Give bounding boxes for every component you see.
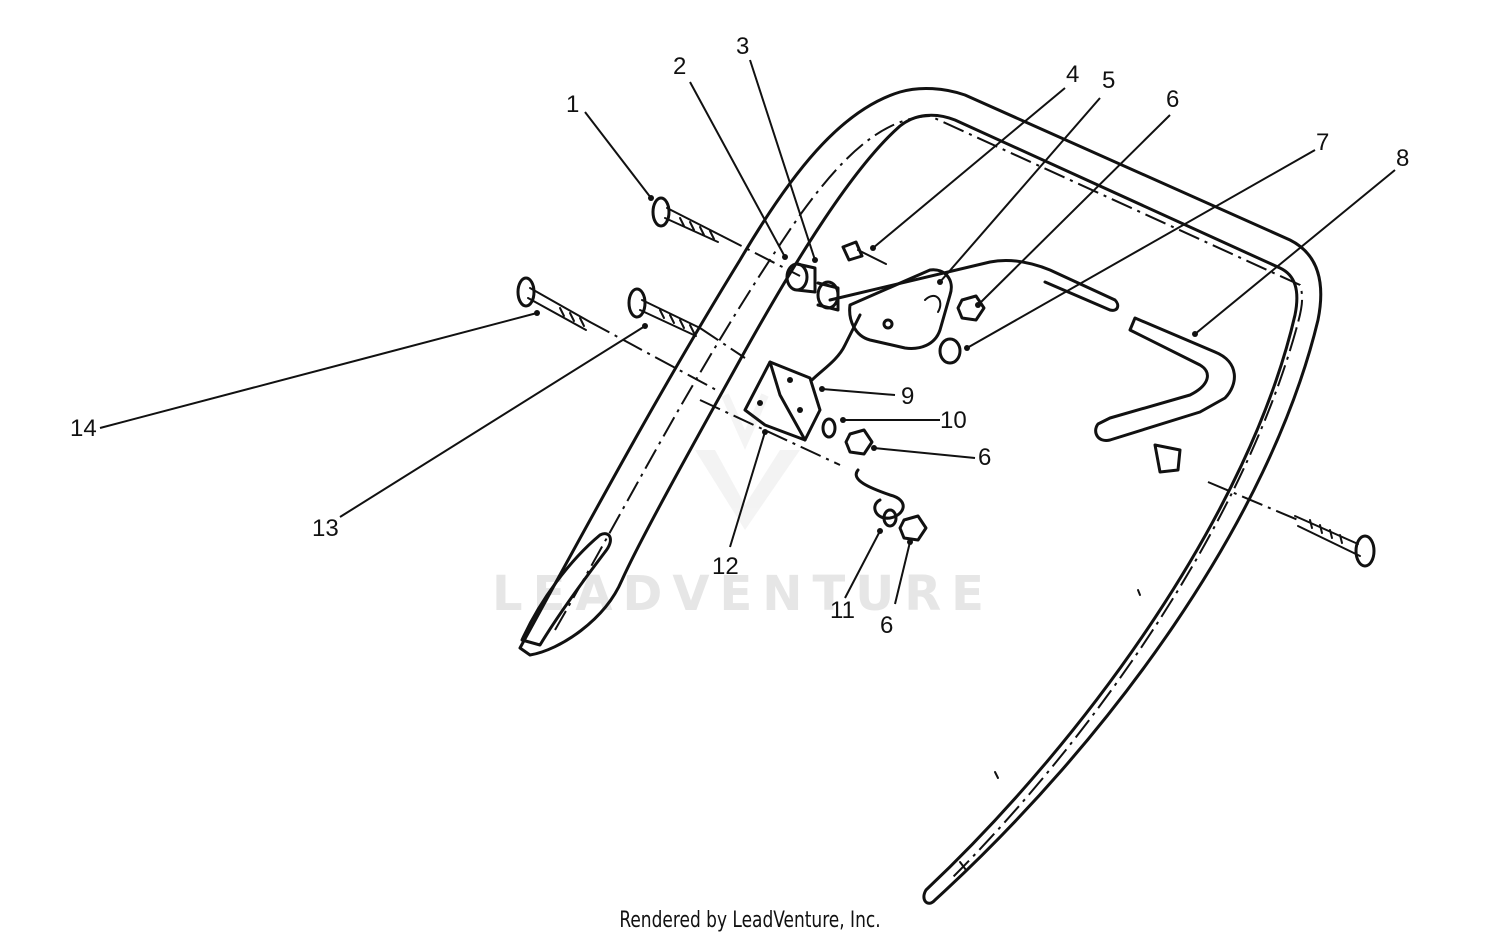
callout-3: 3: [736, 33, 749, 60]
callout-labels: 1 2 3 4 5 6 7 8 9 10 6 12 11 6 13 14: [70, 33, 1409, 639]
callout-7: 7: [1316, 129, 1329, 156]
callout-9: 9: [901, 383, 914, 410]
footer-credit: Rendered by LeadVenture, Inc.: [619, 908, 881, 933]
leader-dots: [534, 195, 1198, 545]
callout-8: 8: [1396, 145, 1409, 172]
callout-4: 4: [1066, 61, 1079, 88]
spacer-part: [785, 262, 840, 312]
right-spacer-part: [1153, 443, 1182, 474]
callout-5: 5: [1102, 67, 1115, 94]
callout-10: 10: [940, 407, 967, 434]
callout-2: 2: [673, 53, 686, 80]
center-lines: [589, 235, 1299, 521]
nut-part: [844, 294, 986, 542]
control-plate-part: [848, 268, 953, 350]
leader-lines: [99, 59, 1396, 605]
screw-14-part: [516, 276, 591, 331]
callout-6a: 6: [1166, 86, 1179, 113]
screw-1-part: [651, 196, 723, 243]
callout-13: 13: [312, 515, 339, 542]
screw-right-part: [1294, 515, 1376, 568]
callout-11: 11: [830, 597, 855, 624]
watermark-logo: [695, 393, 800, 530]
callout-12: 12: [712, 553, 739, 580]
control-bar-part: [828, 258, 1236, 442]
handle-tube: [518, 86, 1323, 905]
callout-1: 1: [566, 91, 579, 118]
clip-part: [854, 468, 905, 528]
screw-13-part: [627, 287, 701, 337]
callout-14: 14: [70, 415, 97, 442]
bracket-part: [743, 360, 822, 442]
screw-part: [841, 240, 887, 265]
watermark-text: LEADVENTURE: [492, 566, 994, 622]
callout-6c: 6: [880, 612, 893, 639]
cable-part: [810, 313, 862, 382]
washer-part: [821, 417, 837, 439]
callout-6b: 6: [978, 444, 991, 471]
